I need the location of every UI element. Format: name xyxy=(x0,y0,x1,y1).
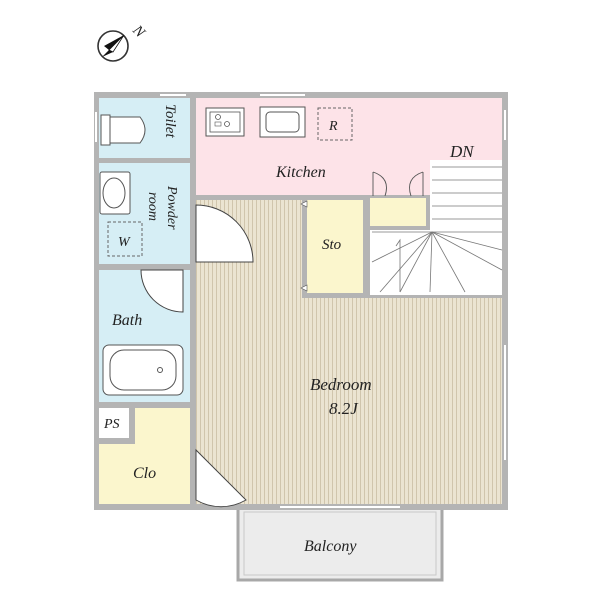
door-swings xyxy=(140,204,254,508)
refrigerator-label: R xyxy=(328,119,338,134)
washer-box xyxy=(107,221,143,257)
stairs-area xyxy=(430,160,502,295)
staircase xyxy=(371,166,503,293)
stove-icon xyxy=(205,107,245,137)
closet-room xyxy=(99,444,190,504)
cabinet-door-swings xyxy=(372,171,424,197)
north-arrow-icon xyxy=(97,30,129,62)
toilet-label: Toilet xyxy=(162,104,178,138)
toilet-icon xyxy=(100,114,146,146)
pipe-space-label: PS xyxy=(103,417,120,432)
bedroom-size-label: 8.2J xyxy=(329,399,359,418)
kitchen-label: Kitchen xyxy=(275,164,326,181)
window-marks xyxy=(95,94,506,508)
kitchen-cabinet xyxy=(370,198,426,226)
bathtub-icon xyxy=(102,344,184,396)
powder-room-label-line2: room xyxy=(145,192,160,221)
sink-icon xyxy=(99,171,131,215)
storage-room xyxy=(307,200,363,293)
balcony-area xyxy=(236,506,444,582)
washer-label: W xyxy=(118,235,131,250)
kitchen-sink-icon xyxy=(259,106,306,138)
stairs-down-label: DN xyxy=(449,142,475,161)
bath-label: Bath xyxy=(112,312,142,329)
bedroom-label: Bedroom xyxy=(310,375,372,394)
north-label: N xyxy=(128,22,148,42)
balcony-label: Balcony xyxy=(304,538,357,555)
closet-label: Clo xyxy=(133,465,156,482)
powder-room-label-line1: Powder xyxy=(164,185,179,230)
storage-label: Sto xyxy=(322,237,342,253)
refrigerator-box xyxy=(317,107,353,141)
pipe-space xyxy=(99,408,129,438)
